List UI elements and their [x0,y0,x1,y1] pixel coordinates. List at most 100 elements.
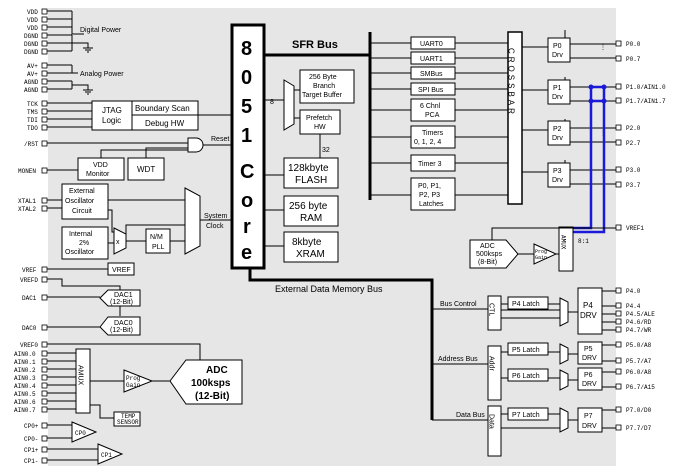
ext-port-section: Bus Control Address Bus Data Bus CTL Add… [432,287,655,457]
core-char-8: 8 [241,38,252,60]
pin-monen: MONEN [18,168,36,175]
analog-power-label: Analog Power [80,71,124,78]
ain-wires [47,352,76,410]
reset-sources [100,147,188,158]
uart1-label: UART1 [420,56,443,63]
p7-drv-box [577,407,603,433]
digital-power-label: Digital Power [80,27,122,34]
core-char-5: 5 [241,96,252,118]
pin-vdd-1: VDD [27,9,38,16]
pin-rst: /RST [24,141,39,148]
ext-osc-label-2: Oscillator [65,198,95,205]
pad [41,276,48,283]
pin-p5-0: P5.0/A8 [626,342,652,349]
p7-latch-label: P7 Latch [512,412,540,419]
flash-mux [283,79,295,131]
pin-p3-7: P3.7 [626,182,641,189]
branch-buffer-label-3: Target Buffer [302,92,343,99]
timer3-label: Timer 3 [418,161,442,168]
pin-tck: TCK [27,101,38,108]
amux-left-label: AMUX [77,365,84,386]
p1-drv-name: P1 [553,85,562,92]
pad [41,205,48,212]
pin-vrefd: VREFD [20,277,38,284]
pad [41,62,48,69]
pin-ain0-4: AIN0.4 [14,383,36,390]
pad [41,140,48,147]
ext-osc-box [61,183,109,220]
p5-drv-box [577,341,603,365]
adc-left-section: VREF0 AIN0.0 AIN0.1 AIN0.2 AIN0.3 AIN0.4… [14,341,243,427]
pin-cp0m: CP0- [24,436,38,443]
pin-dac0: DAC0 [22,325,37,332]
p2-drv-label: Drv [552,135,563,142]
xram-label-1: 8kbyte [292,237,322,248]
branch-buffer-label-2: Branch [313,83,335,90]
core-char-c: C [240,161,254,183]
adc-left-label-1: ADC [206,365,228,376]
data-bus-label: Data Bus [456,412,485,419]
xram-box [283,231,339,263]
amux-right-label: AMUX [560,235,567,250]
latches-label-2: P2, P3 [419,192,440,199]
adc-right-label-3: (8-Bit) [478,259,497,266]
dac0-box [99,316,141,336]
crossbar-label: CROSSBAR [507,48,516,117]
pin-p6-7: P6.7/A15 [626,384,655,391]
cp0-comparator [71,421,98,443]
dac0-label-2: (12-Bit) [110,327,133,334]
pin-cp1p: CP1+ [24,447,39,454]
power-pins: VDD VDD VDD DGND DGND DGND Digital Power… [24,8,124,95]
branch-buffer-box [299,69,355,104]
ext-mem-bus-line [248,268,434,420]
p5-drv-label-2: DRV [582,355,597,362]
prefetch-label-1: Prefetch [306,115,332,122]
core-8051-box [230,23,266,270]
core-section: 8 0 5 1 C o r e SFR Bus 8 256 Byte Branc… [230,23,434,420]
pad [41,341,48,348]
periph-to-crossbar [455,42,508,196]
vdd-monitor-label-1: VDD [93,162,108,169]
analog-power-wires [47,64,93,95]
p5-drv-label-1: P5 [584,346,593,353]
pin-p2-0: P2.0 [626,125,641,132]
branch-buffer-label-1: 256 Byte [309,74,337,81]
wdt-label: WDT [137,165,155,174]
p4-latch-label: P4 Latch [512,301,540,308]
nm-pll-label-1: N/M [150,234,163,241]
pin-vdd-3: VDD [27,25,38,32]
pin-p7-7: P7.7/D7 [626,425,652,432]
pin-av-2: AV+ [27,71,38,78]
pad [41,108,48,115]
crossbar-to-drv [522,46,548,173]
jtag-logic-label-2: Logic [102,116,121,125]
pad [41,48,48,55]
mux-to-buffers [294,89,300,119]
pad [41,16,48,23]
clock-mux-1 [113,227,127,255]
p7-latch-box [507,407,549,421]
system-clock-label-1: System [204,213,228,220]
debug-hw-box [131,114,199,131]
data-label: Data [488,414,495,429]
temp-sensor-box [113,411,141,427]
prefetch-box [299,109,341,135]
pin-ain0-1: AIN0.1 [14,359,36,366]
addr-label: Addr [488,356,495,371]
ext-osc-label-3: Circuit [72,208,92,215]
p0-drv-box [547,37,571,63]
pin-p3-0: P3.0 [626,167,641,174]
cp-wires [47,424,98,461]
cp1-comparator [97,443,124,465]
dac1-box [99,289,141,307]
route-node [601,98,607,104]
pin-vref1: VREF1 [626,225,644,232]
jtag-section: TCK TMS TDI TDO JTAG Logic Boundary Scan… [27,100,232,132]
pin-agnd-2: AGND [24,87,39,94]
nm-pll-box [145,228,171,254]
pad [41,40,48,47]
timers-label-1: Timers [422,130,444,137]
p6-mux [559,369,569,391]
pin-p2-7: P2.7 [626,140,641,147]
